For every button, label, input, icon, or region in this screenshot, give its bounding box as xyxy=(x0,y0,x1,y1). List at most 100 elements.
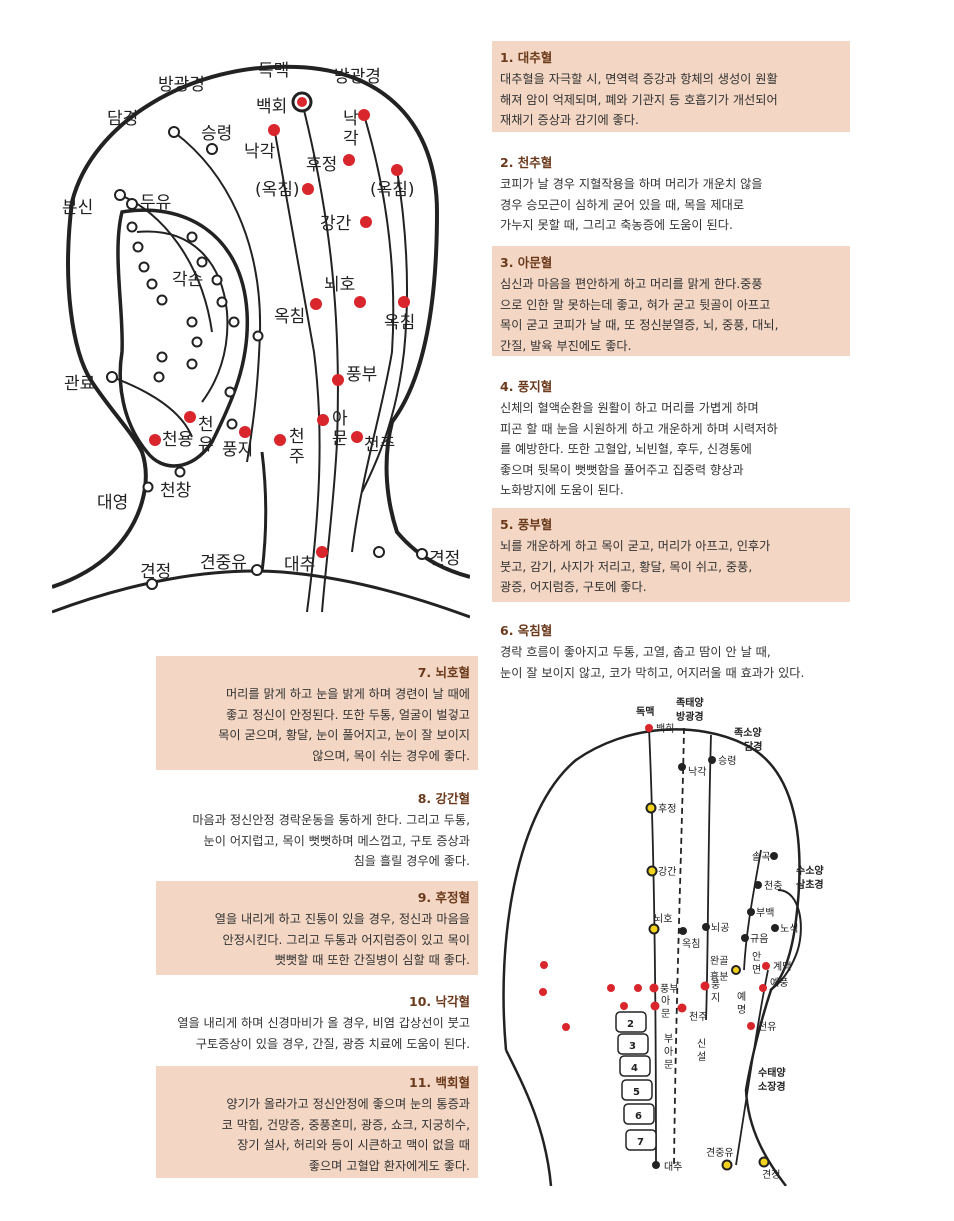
label-cheonyong: 천용 xyxy=(162,430,193,450)
card-8-ganggan: 8. 강간혈 마음과 정신안정 경락운동을 통하게 한다. 그리고 두통, 눈이… xyxy=(150,782,478,872)
point-ear-10 xyxy=(186,316,198,328)
label-hujeong: 후정 xyxy=(306,155,337,175)
nl-yepung: 예풍 xyxy=(770,977,788,989)
card-title: 2. 천추혈 xyxy=(500,155,553,170)
np-gyemaek xyxy=(762,962,770,970)
np-baekhoe xyxy=(645,724,653,732)
point-daeyeong xyxy=(142,481,154,493)
vertebra-7: 7 xyxy=(637,1137,644,1148)
label-cheonyu-1: 천 xyxy=(198,415,214,435)
np-okchim xyxy=(679,927,687,935)
head-outline xyxy=(70,64,470,579)
label-gwanryo: 관료 xyxy=(64,374,95,394)
label-cheonyu-2: 유 xyxy=(198,435,214,455)
nl-amun-1: 아 xyxy=(661,995,670,1007)
label-banggwang-right: 방광경 xyxy=(334,67,381,87)
np-cheonyu xyxy=(747,1022,755,1030)
neck-left-outline xyxy=(504,1049,553,1186)
nl-buamun-3: 문 xyxy=(664,1059,673,1071)
label-ganggan: 강간 xyxy=(320,214,352,234)
label-nakgak-left: 낙각 xyxy=(244,142,276,162)
label-cheonju-left-1: 천 xyxy=(289,427,305,447)
neck-line-banggwang xyxy=(673,727,685,1166)
point-right-neck xyxy=(373,546,385,558)
label-cheonju-left-2: 주 xyxy=(289,447,305,467)
meridian-banggwang-outer xyxy=(351,114,395,553)
point-daechu xyxy=(316,546,328,558)
point-nakgak-right xyxy=(358,109,370,121)
point-ear-5 xyxy=(156,294,168,306)
np-left-6 xyxy=(634,984,642,992)
nl-cheonju: 천주 xyxy=(689,1011,707,1023)
point-ear-6 xyxy=(186,231,198,243)
ear-inner xyxy=(136,230,229,403)
label-banggwang-left: 방광경 xyxy=(158,75,205,95)
point-okchim-left xyxy=(310,298,322,310)
label-gyeonjeong-right: 견정 xyxy=(429,549,460,569)
meridian-dam xyxy=(173,131,262,463)
nl-pungji-1: 풍 xyxy=(711,979,720,991)
label-amun-1: 아 xyxy=(332,409,348,429)
card-body: 마음과 정신안정 경락운동을 통하게 한다. 그리고 두통, 눈이 어지럽고, … xyxy=(192,813,470,868)
nm-su-taeyang-2: 소장경 xyxy=(758,1080,786,1093)
nl-amun-2: 문 xyxy=(661,1008,670,1020)
nl-hujeong: 후정 xyxy=(658,803,676,815)
label-noeho: 뇌호 xyxy=(324,275,355,295)
point-cheonju-right xyxy=(351,431,363,443)
nl-baekhoe: 백회 xyxy=(656,723,674,735)
nl-buamun-1: 부 xyxy=(664,1034,673,1045)
nl-pungbu: 풍부 xyxy=(660,983,678,995)
point-cheonyong xyxy=(149,434,161,446)
np-gyeonjungyu xyxy=(721,1159,733,1171)
point-ear-8 xyxy=(216,296,228,308)
point-ear-11 xyxy=(191,336,203,348)
card-6-okchim: 6. 옥침혈 경락 흐름이 좋아지고 두통, 고열, 춥고 땀이 안 날 때, … xyxy=(492,614,892,680)
nm-su-taeyang-1: 수태양 xyxy=(758,1066,786,1079)
point-okchim-right xyxy=(398,296,410,308)
card-title: 6. 옥침혈 xyxy=(500,623,553,638)
np-cheonju xyxy=(677,1003,687,1013)
np-solgok xyxy=(770,852,778,860)
label-daechu: 대추 xyxy=(284,555,315,575)
nl-gyueum: 규음 xyxy=(750,933,768,945)
label-pungbu: 풍부 xyxy=(346,365,377,385)
card-10-nakgak: 10. 낙각혈 열을 내리게 하며 신경마비가 올 경우, 비염 갑상선이 붓고… xyxy=(140,985,478,1055)
nl-gyeonjungyu: 견중유 xyxy=(706,1147,734,1159)
np-noegong xyxy=(702,923,710,931)
card-body: 코피가 날 경우 지혈작용을 하며 머리가 개운치 않을 경우 승모근이 심하게… xyxy=(500,177,763,232)
face-outline xyxy=(52,201,148,589)
meridian-gwanryo xyxy=(111,376,193,438)
shoulder-lines xyxy=(52,569,470,619)
point-ear-1 xyxy=(126,221,138,233)
label-dokmaek: 독맥 xyxy=(258,61,289,81)
label-amun-2: 문 xyxy=(332,429,348,449)
nm-su-soyang-1: 수소양 xyxy=(796,865,824,877)
np-seungryeong xyxy=(708,756,716,764)
point-ear-9 xyxy=(228,316,240,328)
nl-anmyeon-2: 면 xyxy=(752,964,761,976)
card-title: 9. 후정혈 xyxy=(417,890,470,905)
label-gyeonjungyu: 견중유 xyxy=(200,553,247,573)
card-title: 3. 아문혈 xyxy=(500,255,553,270)
neck-line-dam xyxy=(705,734,712,1021)
nl-solgok: 솔곡 xyxy=(752,851,770,863)
nm-jok-soyang-2: 담경 xyxy=(744,740,762,753)
np-amun xyxy=(650,1001,660,1011)
vertebra-3: 3 xyxy=(629,1041,636,1052)
point-seungryeong xyxy=(206,143,218,155)
point-gakson xyxy=(211,274,223,286)
nl-seungryeong: 승령 xyxy=(718,755,736,767)
label-okchim-upper-right: (옥침) xyxy=(370,180,415,200)
nl-noegong: 뇌공 xyxy=(711,922,729,934)
card-body: 뇌를 개운하게 하고 목이 굳고, 머리가 아프고, 인후가 붓고, 감기, 사… xyxy=(500,539,771,594)
label-duyu: 두유 xyxy=(140,193,171,213)
neck-acupoint-diagram: 2 3 4 5 6 7 xyxy=(502,696,824,1186)
np-left-3 xyxy=(607,984,615,992)
np-wangol xyxy=(731,965,741,975)
point-okchim-upper-right xyxy=(391,164,403,176)
point-pungbu xyxy=(332,374,344,386)
nm-jok-taeyang-1: 족태양 xyxy=(676,696,704,709)
head-acupoint-diagram: 독맥 방광경 방광경 담경 백회 승령 낙각 낙 각 후정 (옥침) (옥침) … xyxy=(52,61,470,619)
np-left-4 xyxy=(620,1002,628,1010)
np-noeho xyxy=(648,923,660,935)
